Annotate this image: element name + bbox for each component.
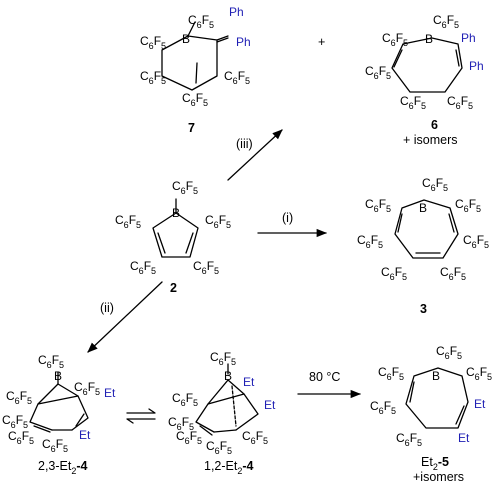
boron-atom: B xyxy=(419,201,427,215)
substituent-c6f5: C6F5 xyxy=(466,365,492,382)
compound-6: C6F5 B C6F5 Ph C6F5 Ph C6F5 C6F5 6 + iso… xyxy=(365,13,484,147)
phenyl-label: Ph xyxy=(236,35,251,49)
substituent-c6f5: C6F5 xyxy=(38,353,64,370)
label-subscript: 2 xyxy=(71,466,76,476)
label-subscript: 2 xyxy=(237,466,242,476)
substituent-c6f5: C6F5 xyxy=(140,34,166,51)
compound-number: 3 xyxy=(420,302,427,316)
substituent-c6f5: C6F5 xyxy=(206,439,232,456)
substituent-c6f5: C6F5 xyxy=(8,429,34,446)
boron-atom: B xyxy=(224,369,232,383)
reagent-iii: (iii) xyxy=(236,137,253,151)
compound-1-2-et2-4: C6F5 B Et C6F5 Et C6F5 C6F5 C6F5 C6F5 1,… xyxy=(168,350,276,476)
reagent-heat: 80 °C xyxy=(309,370,340,384)
phenyl-label: Ph xyxy=(469,59,484,73)
compound-2-3-et2-4: C6F5 B C6F5 C6F5 Et C6F5 C6F5 C6F5 Et 2,… xyxy=(2,353,116,476)
label-prefix: 1,2-Et xyxy=(204,459,238,473)
boron-atom: B xyxy=(54,369,62,383)
substituent-c6f5: C6F5 xyxy=(2,413,28,430)
substituent-c6f5: C6F5 xyxy=(400,94,426,111)
substituent-c6f5: C6F5 xyxy=(365,197,391,214)
ethyl-label: Et xyxy=(104,386,116,400)
substituent-c6f5: C6F5 xyxy=(463,233,489,250)
compound-label: 2,3-Et2-4 xyxy=(38,459,88,476)
substituent-c6f5: C6F5 xyxy=(381,265,407,282)
substituent-c6f5: C6F5 xyxy=(168,415,194,432)
substituent-c6f5: C6F5 xyxy=(433,13,459,30)
boron-atom: B xyxy=(172,206,180,220)
substituent-c6f5: C6F5 xyxy=(378,365,404,382)
substituent-c6f5: C6F5 xyxy=(172,179,198,196)
substituent-c6f5: C6F5 xyxy=(382,31,408,48)
substituent-c6f5: C6F5 xyxy=(440,265,466,282)
reagent-i: (i) xyxy=(282,211,293,225)
substituent-c6f5: C6F5 xyxy=(224,69,250,86)
substituent-c6f5: C6F5 xyxy=(447,94,473,111)
label-suffix: -4 xyxy=(242,459,253,473)
phenyl-label: Ph xyxy=(461,31,476,45)
label-subscript: 2 xyxy=(433,462,438,472)
isomers-note: + isomers xyxy=(403,133,458,147)
substituent-c6f5: C6F5 xyxy=(422,176,448,193)
compound-et2-5: C6F5 B C6F5 C6F5 C6F5 Et C6F5 Et Et2-5 +… xyxy=(370,344,492,484)
label-suffix: -4 xyxy=(76,459,87,473)
label-prefix: Et xyxy=(421,455,433,469)
compound-2: C6F5 B C6F5 C6F5 C6F5 C6F5 2 xyxy=(115,179,231,295)
compound-number: 2 xyxy=(170,281,177,295)
substituent-c6f5: C6F5 xyxy=(193,259,219,276)
substituent-c6f5: C6F5 xyxy=(205,213,231,230)
substituent-c6f5: C6F5 xyxy=(74,380,100,397)
substituent-c6f5: C6F5 xyxy=(455,197,481,214)
reagent-ii: (ii) xyxy=(100,301,114,315)
label-prefix: 2,3-Et xyxy=(38,459,72,473)
compound-label: 1,2-Et2-4 xyxy=(204,459,254,476)
substituent-c6f5: C6F5 xyxy=(242,429,268,446)
phenyl-label: Ph xyxy=(229,5,244,19)
substituent-c6f5: C6F5 xyxy=(182,91,208,108)
compound-7: C6F5 B Ph Ph C6F5 C6F5 C6F5 C6F5 7 xyxy=(140,5,251,135)
substituent-c6f5: C6F5 xyxy=(115,213,141,230)
ethyl-label: Et xyxy=(243,375,255,389)
isomers-note: +isomers xyxy=(413,470,464,484)
ethyl-label: Et xyxy=(264,398,276,412)
compound-label: Et2-5 xyxy=(421,455,449,472)
substituent-c6f5: C6F5 xyxy=(140,69,166,86)
substituent-c6f5: C6F5 xyxy=(210,350,236,367)
boron-atom: B xyxy=(182,32,190,46)
plus-sign: + xyxy=(318,35,325,49)
compound-number: 7 xyxy=(188,121,195,135)
substituent-c6f5: C6F5 xyxy=(172,391,198,408)
boron-atom: B xyxy=(425,32,433,46)
substituent-c6f5: C6F5 xyxy=(436,344,462,361)
substituent-c6f5: C6F5 xyxy=(188,13,214,30)
ethyl-label: Et xyxy=(458,431,470,445)
substituent-c6f5: C6F5 xyxy=(365,64,391,81)
compound-number: 6 xyxy=(431,118,438,132)
ethyl-label: Et xyxy=(474,397,486,411)
compound-3: C6F5 B C6F5 C6F5 C6F5 C6F5 C6F5 C6F5 3 xyxy=(357,176,489,316)
boron-atom: B xyxy=(432,369,440,383)
label-suffix: -5 xyxy=(438,455,449,469)
substituent-c6f5: C6F5 xyxy=(176,429,202,446)
substituent-c6f5: C6F5 xyxy=(6,389,32,406)
substituent-c6f5: C6F5 xyxy=(357,233,383,250)
substituent-c6f5: C6F5 xyxy=(396,431,422,448)
equilibrium-arrows xyxy=(126,408,156,424)
ethyl-label: Et xyxy=(79,428,91,442)
substituent-c6f5: C6F5 xyxy=(42,437,68,454)
substituent-c6f5: C6F5 xyxy=(130,259,156,276)
substituent-c6f5: C6F5 xyxy=(370,399,396,416)
